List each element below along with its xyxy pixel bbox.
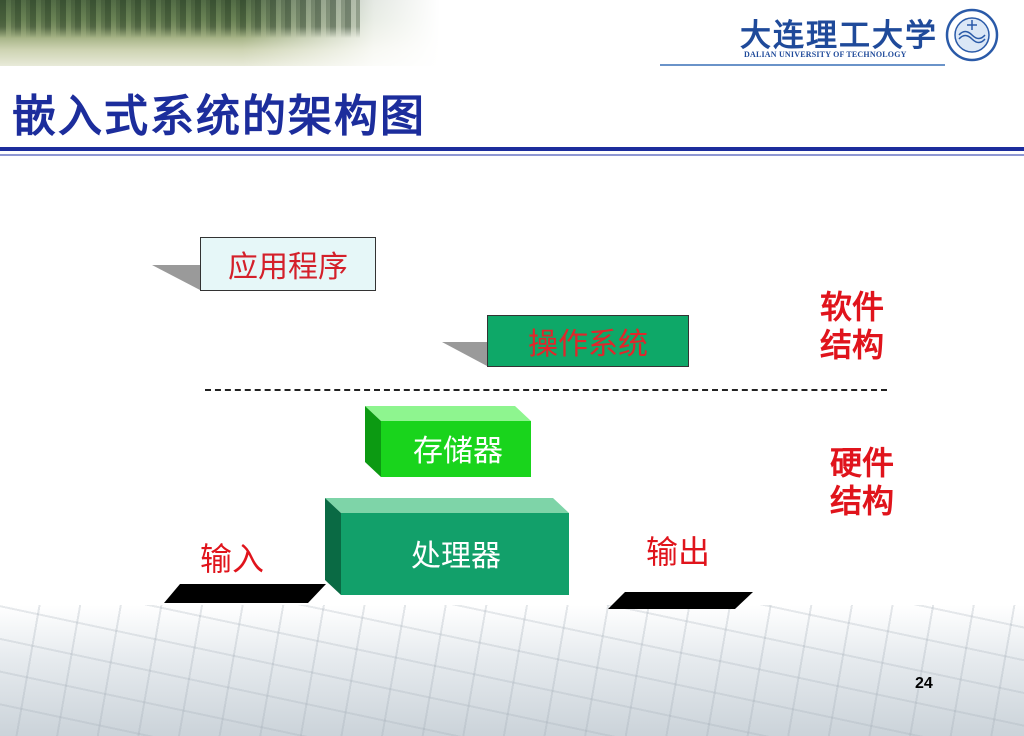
- application-shadow: [152, 265, 200, 290]
- page-number: 24: [915, 675, 933, 692]
- input-label: 输入: [200, 540, 265, 578]
- processor-block: [325, 498, 569, 595]
- logo-underline: [660, 64, 945, 66]
- title-rule: [0, 147, 1024, 151]
- hardware-label-line: 硬件: [830, 444, 895, 482]
- os-shadow: [442, 342, 487, 366]
- software-label-line: 软件: [820, 288, 885, 326]
- header-trees: [0, 0, 360, 38]
- hardware-label-line: 结构: [830, 482, 895, 520]
- output-arrow: [608, 592, 753, 609]
- output-label: 输出: [646, 533, 711, 571]
- title-rule-thin: [0, 154, 1024, 156]
- university-logo-text: 大连理工大学: [740, 18, 938, 54]
- os-box: 操作系统: [487, 315, 689, 367]
- hardware-structure-label: 硬件 结构: [830, 444, 920, 520]
- memory-label: 存储器: [413, 434, 503, 469]
- software-hardware-divider: [205, 389, 887, 391]
- memory-block: [365, 406, 531, 477]
- processor-label: 处理器: [411, 539, 501, 574]
- keyboard-background: [0, 605, 1024, 736]
- application-box: 应用程序: [200, 237, 376, 291]
- university-seal-icon: [945, 8, 999, 62]
- input-arrow: [164, 584, 326, 603]
- software-label-line: 结构: [820, 326, 885, 364]
- university-logo-english: DALIAN UNIVERSITY OF TECHNOLOGY: [744, 50, 907, 59]
- software-structure-label: 软件 结构: [820, 288, 910, 364]
- page-title: 嵌入式系统的架构图: [12, 91, 426, 142]
